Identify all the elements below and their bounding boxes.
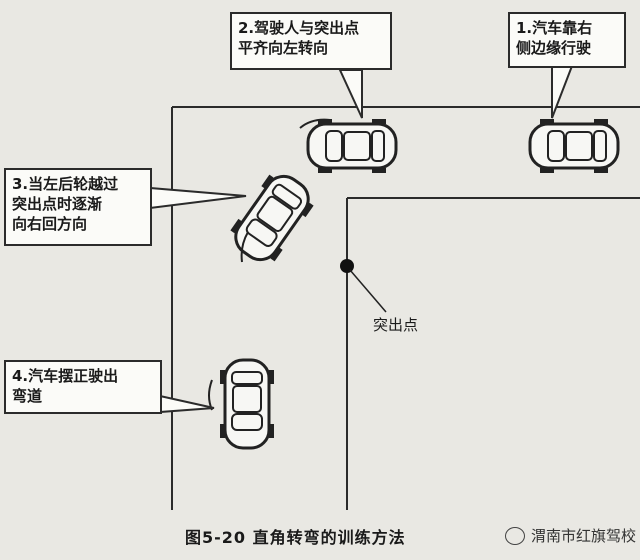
- watermark: 渭南市红旗驾校: [505, 525, 636, 546]
- callout-step1: 1.汽车靠右 侧边缘行驶: [508, 12, 626, 68]
- motion-arc-step4: [208, 379, 213, 411]
- callout-step3: 3.当左后轮越过 突出点时逐渐 向右回方向: [4, 168, 152, 246]
- car-step3: [223, 164, 321, 272]
- wechat-icon: [505, 526, 525, 545]
- callout-step4: 4.汽车摆正驶出 弯道: [4, 360, 162, 414]
- car-step2: [306, 117, 398, 175]
- protruding-point: [340, 259, 354, 273]
- car-step1: [528, 117, 620, 175]
- point-leader: [349, 269, 387, 313]
- motion-arc-step3: [240, 231, 249, 263]
- car-step4: [218, 358, 276, 450]
- callout-step2: 2.驾驶人与突出点 平齐向左转向: [230, 12, 392, 70]
- figure-caption: 图5-20 直角转弯的训练方法: [185, 528, 406, 547]
- pointer-step2: [338, 69, 363, 119]
- pointer-step4: [159, 394, 215, 414]
- protruding-point-label: 突出点: [373, 316, 419, 334]
- watermark-text: 渭南市红旗驾校: [531, 527, 637, 545]
- pointer-step1: [551, 65, 574, 119]
- motion-arc-step2: [299, 118, 331, 129]
- pointer-step3: [149, 186, 247, 210]
